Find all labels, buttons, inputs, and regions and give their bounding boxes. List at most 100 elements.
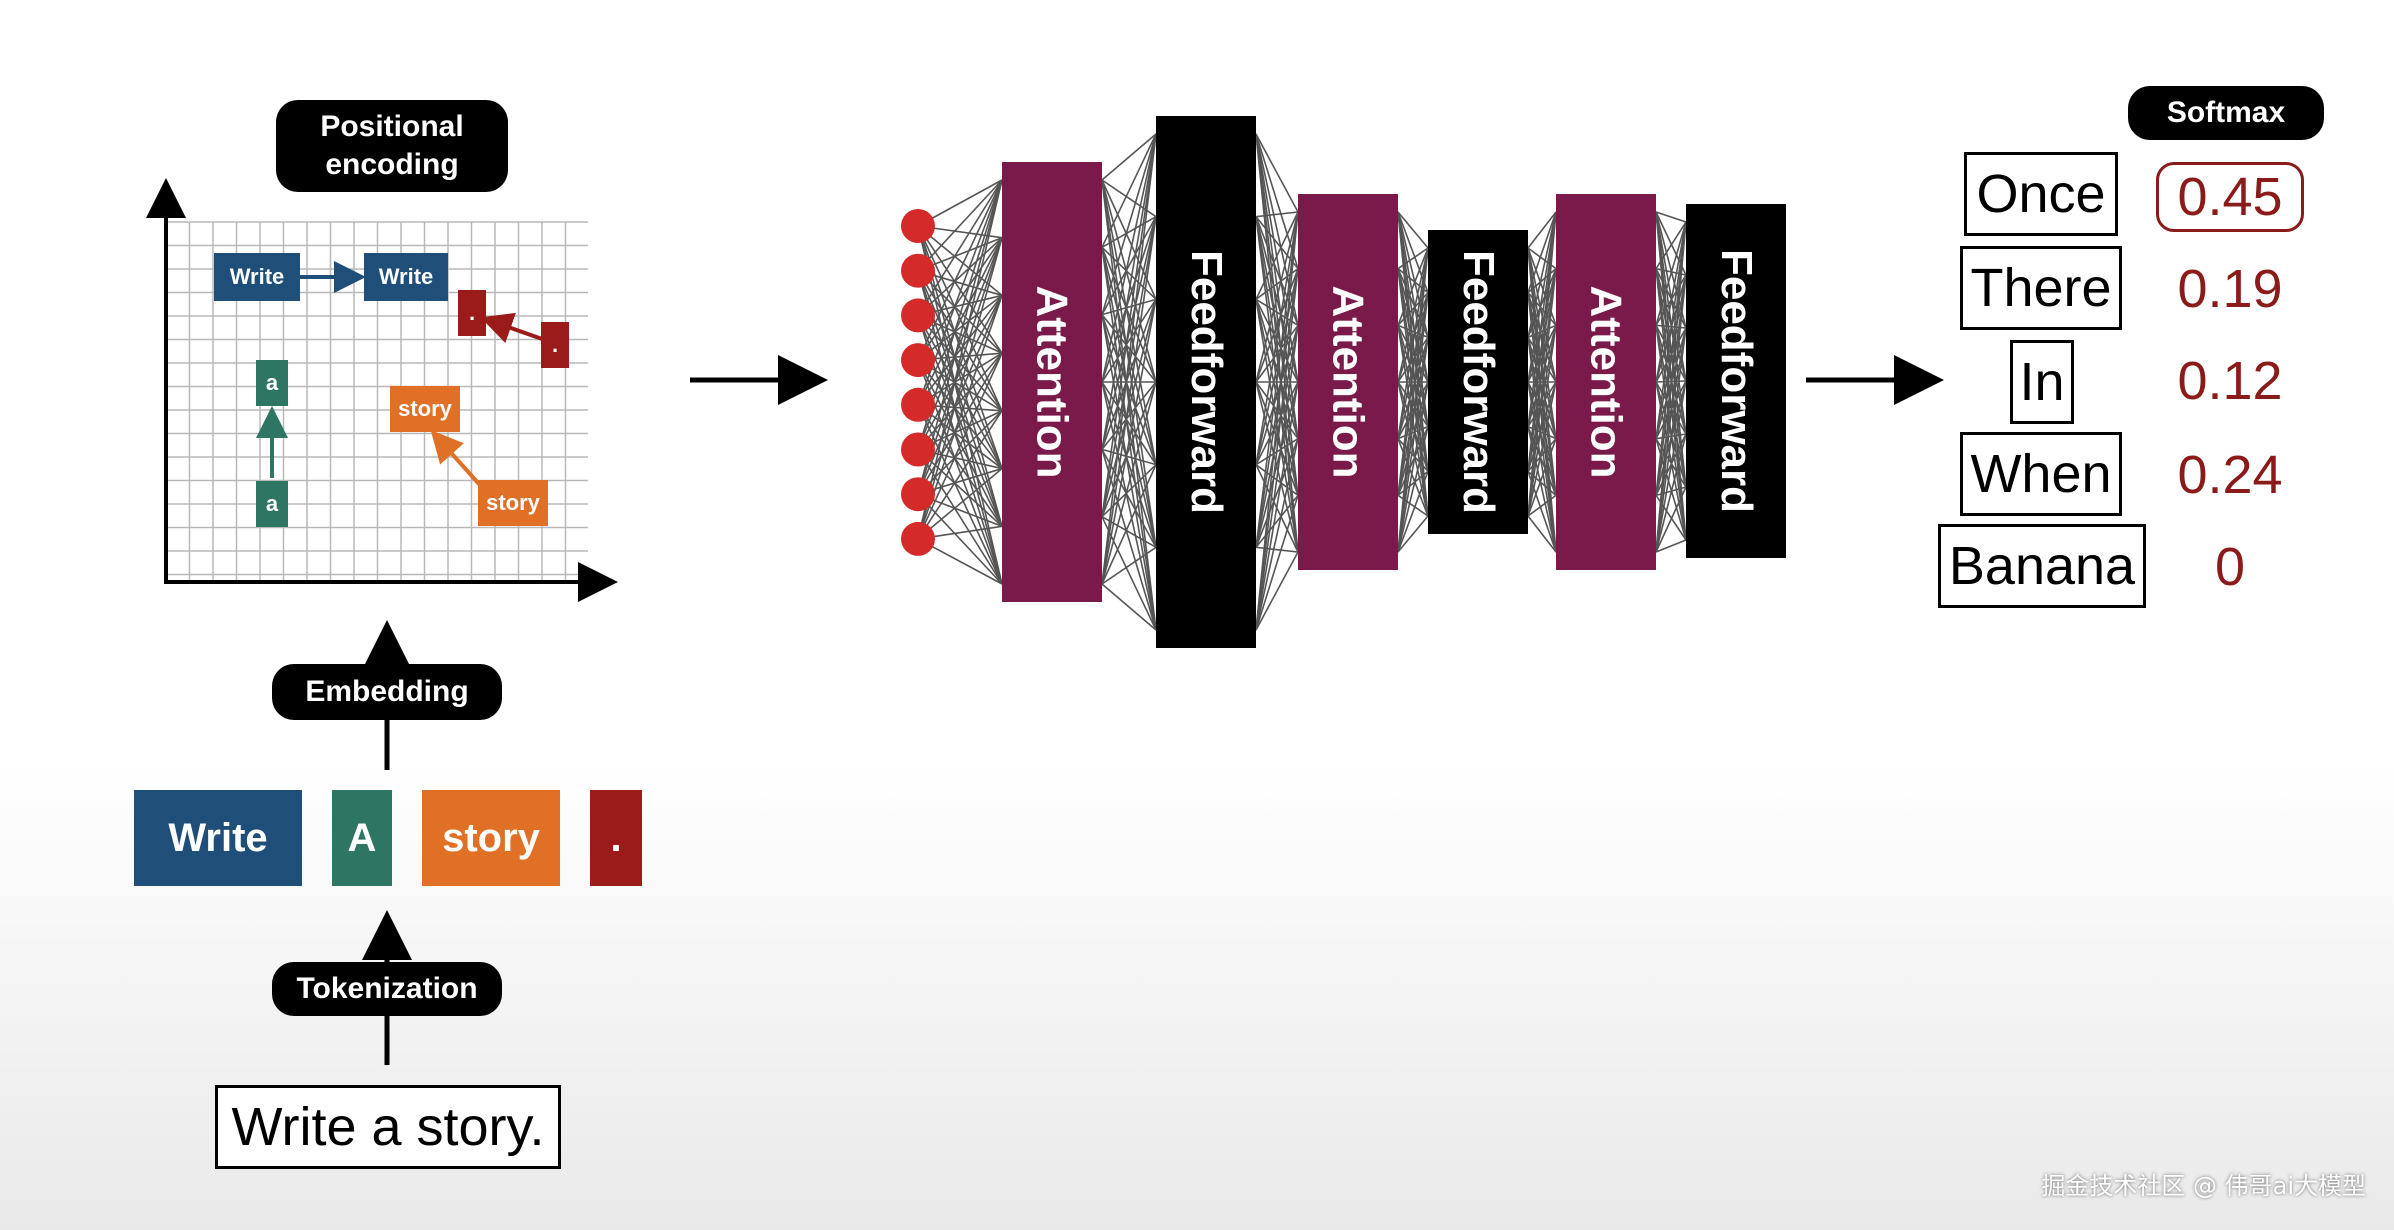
connection-line [917, 225, 1003, 412]
token-period: . [590, 790, 642, 886]
connection-line [1255, 133, 1299, 496]
connection-line [1255, 268, 1299, 548]
feedforward-layer-3-label: Feedforward [1712, 248, 1762, 514]
attention-layer-3-label: Attention [1582, 285, 1631, 479]
connection-line [1397, 426, 1429, 553]
tokenization-label: Tokenization [272, 962, 502, 1016]
connection-line [1397, 381, 1429, 553]
connection-line [1255, 268, 1299, 631]
connection-line [1655, 221, 1687, 496]
connection-line [917, 294, 1003, 406]
input-node [901, 253, 935, 288]
connection-line [1527, 324, 1557, 383]
connection-line [1527, 211, 1557, 383]
grid-token-write-from: Write [214, 253, 300, 301]
connection-line [1527, 211, 1557, 338]
connection-line [1397, 247, 1429, 383]
input-node [901, 343, 935, 378]
connection-line [1101, 216, 1157, 316]
connection-line [1255, 438, 1299, 631]
connection-line [1655, 221, 1687, 270]
connection-line [1397, 247, 1429, 270]
connection-line [917, 179, 1003, 540]
connection-line [1101, 464, 1157, 585]
watermark: 掘金技术社区 @ 伟哥ai大模型 [2041, 1172, 2366, 1200]
connection-line [1255, 211, 1299, 383]
output-word-banana: Banana [1938, 524, 2146, 608]
connection-line [1527, 381, 1557, 428]
connection-line [1255, 495, 1299, 631]
feedforward-layer-2-label: Feedforward [1454, 249, 1504, 515]
connection-line [1397, 247, 1429, 496]
connection-line [1527, 211, 1557, 293]
token-a: A [332, 790, 392, 886]
connection-line [1397, 515, 1429, 553]
connection-line [917, 352, 1003, 540]
softmax-label: Softmax [2128, 86, 2324, 140]
connection-line [1101, 546, 1157, 585]
connection-line [1255, 494, 1299, 548]
feedforward-layer-1-label: Feedforward [1182, 249, 1232, 515]
output-prob-in: 0.12 [2177, 351, 2283, 411]
connection-line [1255, 546, 1299, 553]
connection-line [1397, 426, 1429, 496]
connection-line [1255, 211, 1299, 218]
output-word-in: In [2010, 340, 2074, 424]
connection-line [1655, 539, 1687, 553]
connection-line [1655, 221, 1687, 326]
connection-line [1255, 325, 1299, 631]
attention-layer-1-label: Attention [1028, 285, 1077, 479]
connection-line [917, 237, 1003, 406]
connection-line [1655, 221, 1687, 439]
feedforward-layer-2: Feedforward [1428, 230, 1528, 534]
connection-line [1255, 211, 1299, 465]
connection-line [1101, 246, 1157, 300]
connection-line [1101, 216, 1157, 383]
connection-line [1397, 292, 1429, 553]
connection-line [1527, 494, 1557, 517]
connection-line [1655, 274, 1687, 553]
grid-token-story-from: story [478, 480, 548, 526]
connection-line [1255, 325, 1299, 465]
connection-line [1527, 438, 1557, 517]
connection-line [1655, 211, 1687, 223]
connection-line [1101, 133, 1157, 450]
connection-line [1397, 292, 1429, 383]
connection-line [1255, 381, 1299, 548]
connection-line [1655, 433, 1687, 553]
connection-line [1397, 247, 1429, 326]
output-prob-there: 0.19 [2177, 259, 2283, 319]
input-node [901, 298, 935, 333]
connection-line [1255, 133, 1299, 269]
attention-layer-2: Attention [1298, 194, 1398, 570]
connection-line [1101, 133, 1157, 181]
connection-line [1255, 133, 1299, 213]
connection-line [1397, 470, 1429, 496]
connection-line [917, 295, 1003, 495]
connection-line [1655, 380, 1687, 553]
attention-layer-1: Attention [1002, 162, 1102, 602]
connection-line [1101, 216, 1157, 585]
connection-line [1101, 381, 1157, 517]
connection-line [1397, 337, 1429, 553]
attention-layer-3: Attention [1556, 194, 1656, 570]
connection-line [1397, 336, 1429, 383]
input-node [901, 521, 935, 556]
connection-line [1655, 221, 1687, 383]
connection-line [917, 352, 1003, 451]
feedforward-layer-1: Feedforward [1156, 116, 1256, 648]
connection-line [1101, 381, 1157, 585]
grid-token-a-to: a [256, 360, 288, 406]
connection-line [1101, 133, 1157, 248]
connection-line [1101, 299, 1157, 585]
connection-line [1397, 337, 1429, 439]
connection-line [1397, 211, 1429, 249]
connection-line [1527, 381, 1557, 472]
input-node [901, 477, 935, 512]
connection-line [917, 270, 1003, 354]
connection-line [1101, 299, 1157, 517]
embedding-label: Embedding [272, 664, 502, 720]
connection-line [1527, 325, 1557, 427]
output-prob-when: 0.24 [2177, 445, 2283, 505]
